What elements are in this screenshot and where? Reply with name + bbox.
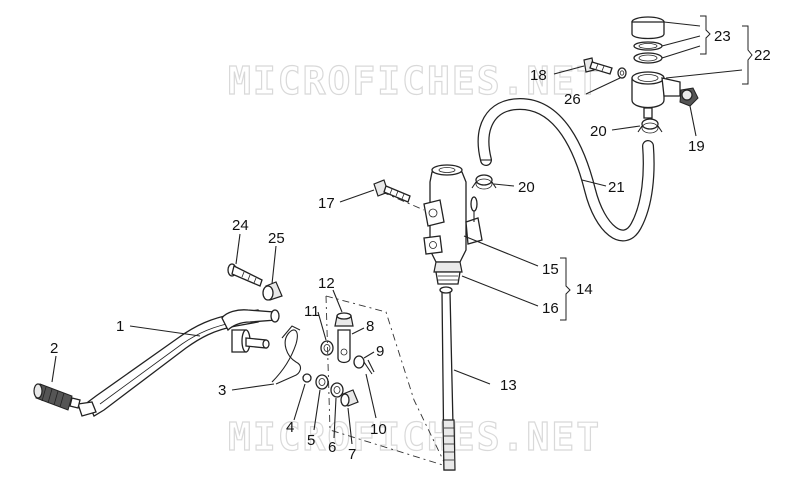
- callout-2: 2: [50, 340, 58, 357]
- callout-21: 21: [608, 179, 625, 196]
- reservoir-nut: [679, 87, 699, 107]
- hose-clamp-upper: [637, 118, 663, 134]
- callout-23: 23: [714, 28, 731, 45]
- callout-15: 15: [542, 261, 559, 278]
- brake-fluid-reservoir: [631, 16, 681, 119]
- bracket-23: [700, 15, 711, 55]
- callout-20-lower: 20: [518, 179, 535, 196]
- callout-3: 3: [218, 382, 226, 399]
- callout-17: 17: [318, 195, 335, 212]
- callout-7: 7: [348, 446, 356, 463]
- callout-22: 22: [754, 47, 771, 64]
- callout-25: 25: [268, 230, 285, 247]
- callout-10: 10: [370, 421, 387, 438]
- callout-4: 4: [286, 419, 294, 436]
- callout-1: 1: [116, 318, 124, 335]
- callout-12: 12: [318, 275, 335, 292]
- pivot-bushing: [262, 281, 283, 301]
- callout-11: 11: [304, 303, 320, 320]
- callout-18: 18: [530, 67, 547, 84]
- brake-pedal-lever: [77, 309, 280, 417]
- watermark-top: MICROFICHES.NET: [228, 59, 601, 103]
- rear-master-cylinder: [423, 164, 483, 285]
- callout-5: 5: [307, 432, 315, 449]
- bracket-22: [742, 25, 753, 85]
- hose-clamp-lower: [471, 174, 497, 190]
- callout-14: 14: [576, 281, 593, 298]
- master-cylinder-pushrod: [439, 286, 456, 471]
- callout-9: 9: [376, 343, 384, 360]
- callout-26: 26: [564, 91, 581, 108]
- assembly-lines: [325, 191, 447, 467]
- reservoir-washer: [617, 67, 627, 79]
- callout-13: 13: [500, 377, 517, 394]
- callout-19: 19: [688, 138, 705, 155]
- leader-lines: [51, 21, 743, 445]
- pivot-bolt: [227, 263, 263, 287]
- return-spring: [271, 325, 302, 385]
- callout-16: 16: [542, 300, 559, 317]
- reservoir-hose: [477, 97, 655, 242]
- watermark-bottom: MICROFICHES.NET: [228, 415, 601, 459]
- bracket-14: [560, 257, 571, 321]
- clevis-hardware: [302, 312, 375, 407]
- callout-20-upper: 20: [590, 123, 607, 140]
- callout-24: 24: [232, 217, 249, 234]
- footrest-rubber: [33, 383, 81, 411]
- master-cylinder-bolt: [373, 179, 411, 203]
- callout-8: 8: [366, 318, 374, 335]
- callout-6: 6: [328, 439, 336, 456]
- reservoir-bolt: [583, 57, 613, 75]
